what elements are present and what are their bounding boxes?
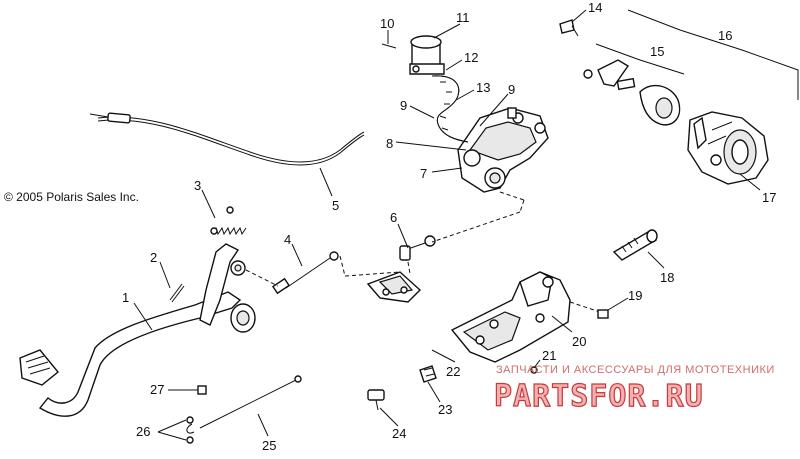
bolt-19 [597,309,609,319]
callout-25: 25 [262,438,276,453]
callout-17: 17 [762,190,776,205]
callout-15: 15 [650,44,664,59]
callout-12: 12 [464,50,478,65]
callout-10: 10 [380,16,394,31]
callout-20: 20 [572,334,586,349]
callout-8: 8 [386,136,393,151]
group-bracket-15 [595,43,685,75]
callout-4: 4 [284,232,291,247]
clip-26 [186,416,194,444]
callout-2: 2 [150,250,157,265]
callout-1: 1 [122,290,129,305]
fluid-reservoir [381,35,445,75]
cotter-pin [169,283,185,303]
screw [559,19,579,37]
watermark-logo: PARTSFOR.RU [494,379,704,414]
callout-9-left: 9 [400,98,407,113]
callout-24: 24 [392,426,406,441]
bolt-24 [367,389,385,411]
reservoir-hose [431,75,469,143]
callout-23: 23 [438,402,452,417]
nut-23 [419,365,437,383]
copyright-text: © 2005 Polaris Sales Inc. [4,190,139,204]
callout-14: 14 [588,0,602,15]
master-cylinder [431,107,549,243]
leader-lines [133,9,761,441]
callout-27: 27 [150,382,164,397]
callouts: 1 2 3 4 5 6 7 8 9 9 10 11 12 13 14 15 16… [122,0,776,453]
watermark-tagline: ЗАПЧАСТИ И АКСЕССУАРЫ ДЛЯ МОТОТЕХНИКИ [496,364,775,376]
callout-6: 6 [390,210,397,225]
brake-pedal [19,243,256,417]
callout-9-right: 9 [508,82,515,97]
washer-27 [197,385,207,395]
bleeder-screw [612,229,658,261]
callout-21: 21 [542,348,556,363]
pivot-block [366,271,422,303]
group-bracket-16 [627,9,799,100]
callout-16: 16 [718,28,732,43]
brake-caliper [687,111,769,185]
callout-13: 13 [476,80,490,95]
rod-25 [186,375,302,434]
callout-3: 3 [194,178,201,193]
callout-11: 11 [456,10,470,25]
watermark: ЗАПЧАСТИ И АКСЕССУАРЫ ДЛЯ МОТОТЕХНИКИ PA… [493,364,775,415]
callout-18: 18 [660,270,674,285]
caliper-lever [583,59,681,126]
pedal-rod [245,251,339,295]
callout-7: 7 [420,166,427,181]
mount-bracket [450,271,601,363]
pivot-pin [339,235,436,277]
callout-19: 19 [628,288,642,303]
nut-21 [530,366,538,374]
callout-22: 22 [446,364,460,379]
brake-cable [89,112,365,166]
return-spring [210,206,247,236]
callout-26: 26 [136,424,150,439]
callout-5: 5 [332,198,339,213]
